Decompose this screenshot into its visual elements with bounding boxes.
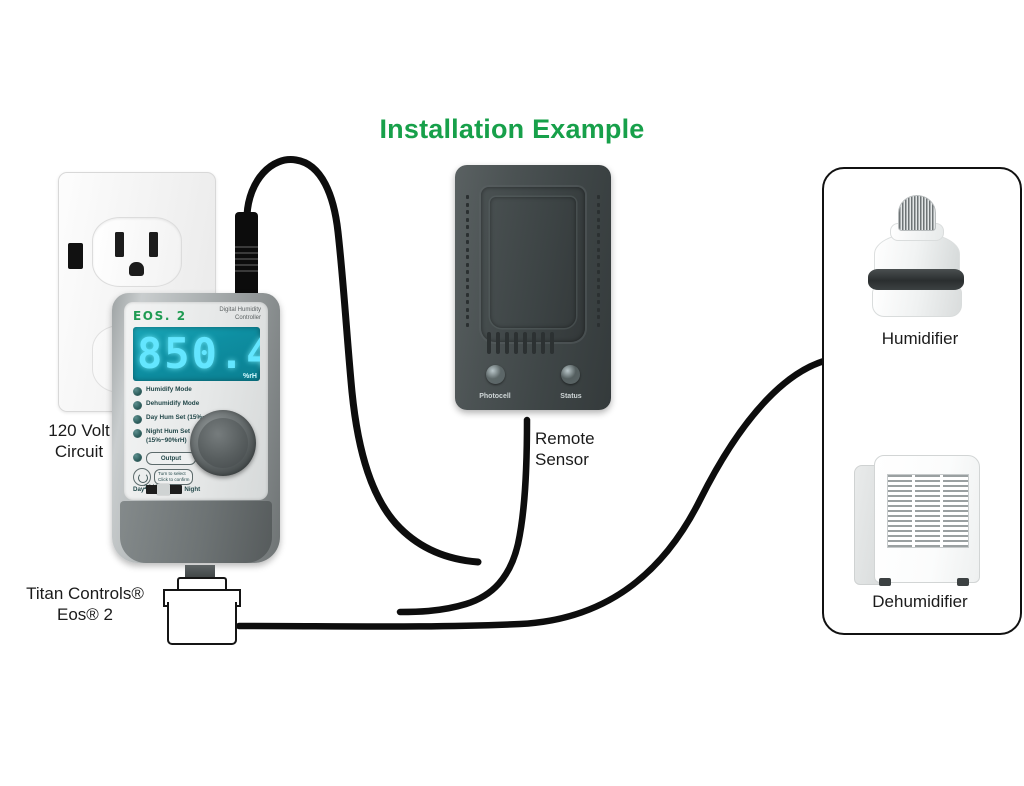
controller-power-plug (235, 212, 258, 298)
humidifier-illustration (858, 195, 974, 317)
outlet-label-line1: 120 Volt (48, 421, 110, 440)
strain-relief-rib (235, 264, 258, 266)
sensor-vent-right (597, 195, 600, 327)
led-indicator-icon (133, 453, 142, 462)
outlet-receptacle-upper[interactable] (92, 217, 182, 287)
knob-hint-line1: Turn to select (158, 471, 186, 477)
led-indicator-icon (133, 387, 142, 396)
remote-sensor-label: Remote Sensor (535, 428, 645, 471)
indicator-dehumidify-mode[interactable]: Dehumidify Mode (133, 400, 199, 410)
dehumidifier-illustration (854, 451, 980, 591)
lcd-unit-label: %rH (242, 373, 257, 380)
led-indicator-icon (133, 401, 142, 410)
controller-model-line1: Digital Humidity (219, 307, 261, 313)
sensor-housing: Photocell Status (455, 165, 611, 410)
controller-model-line2: Controller (234, 314, 261, 321)
sensor-vent-left (466, 195, 469, 327)
led-indicator-icon (133, 429, 142, 438)
photocell-label: Photocell (479, 393, 511, 400)
humidifier-band (868, 269, 964, 290)
rotary-dial-knob[interactable] (190, 410, 256, 476)
receptacle-neck (185, 565, 215, 579)
photocell-sensor-icon[interactable] (486, 365, 505, 384)
humidity-controller-device[interactable]: EOS. 2 Digital Humidity Controller 850.4… (112, 293, 280, 563)
sensor-bottom-vents (487, 332, 554, 354)
power-cord-top (243, 156, 482, 566)
status-led-icon[interactable] (561, 365, 580, 384)
indicator-night-hum-set[interactable]: Night Hum Set (15%~90%rH) (133, 428, 208, 445)
sensor-front-panel (481, 187, 585, 342)
indicator-label: Night Hum Set (15%~90%rH) (146, 428, 191, 444)
appliance-power-cable (235, 354, 842, 630)
receptacle-body (167, 602, 237, 645)
indicator-label: Dehumidify Mode (146, 400, 200, 407)
led-indicator-icon (133, 415, 142, 424)
remote-sensor-label-line2: Sensor (535, 450, 589, 470)
controller-label-line2: Eos® 2 (57, 605, 113, 625)
output-indicator (133, 452, 142, 462)
sensor-cable-connector (68, 243, 83, 269)
appliance-group-box (822, 167, 1022, 635)
switch-label-night: Night (184, 486, 201, 493)
knob-hint: Turn to select Click to confirm (133, 468, 194, 486)
controller-faceplate: EOS. 2 Digital Humidity Controller 850.4… (124, 302, 268, 500)
rotary-knob-icon (133, 468, 151, 486)
knob-hint-line2: Click to confirm (158, 477, 190, 482)
day-night-switch[interactable]: Day Night (133, 484, 201, 495)
lcd-reading: 850.4 (137, 329, 260, 378)
output-status-badge: Output (146, 452, 196, 465)
page-title: Installation Example (379, 114, 645, 144)
indicator-day-hum-set[interactable]: Day Hum Set (15%~90%rH) (133, 414, 228, 424)
humidifier-outlet-grille (898, 195, 936, 231)
controller-model-text: Digital Humidity Controller (219, 307, 261, 322)
outlet-label-line2: Circuit (54, 442, 104, 462)
strain-relief-rib (235, 270, 258, 272)
controller-label: Titan Controls® Eos® 2 (10, 583, 160, 626)
humidifier-label: Humidifier (881, 329, 959, 348)
outlet-slot-right (149, 232, 158, 257)
controller-brand-logo: EOS. 2 (133, 309, 187, 323)
dehumidifier-grille (887, 474, 969, 548)
sensor-cable (396, 416, 531, 616)
controller-output-receptacle[interactable] (163, 565, 241, 645)
switch-label-day: Day (133, 486, 145, 493)
status-label: Status (560, 393, 582, 400)
strain-relief-rib (235, 252, 258, 254)
outlet-slot-left (115, 232, 124, 257)
remote-sensor-device[interactable]: Photocell Status (455, 165, 611, 410)
controller-label-line1: Titan Controls® (26, 584, 144, 603)
remote-sensor-label-line1: Remote (535, 429, 595, 448)
dehumidifier-label: Dehumidifier (872, 592, 968, 611)
indicator-label: Day Hum Set (15%~90%rH) (146, 414, 228, 421)
outlet-ground-pin (129, 262, 144, 276)
dehumidifier-caster (957, 578, 969, 586)
sensor-front-inner (490, 197, 576, 328)
strain-relief-rib (235, 246, 258, 248)
dehumidifier-caster (879, 578, 891, 586)
dehumidifier-body (874, 455, 980, 586)
lcd-display: 850.4 %rH (133, 327, 260, 381)
humidifier-base (872, 285, 962, 317)
switch-track[interactable] (146, 484, 183, 495)
outlet-label: 120 Volt Circuit (16, 420, 142, 463)
controller-base (120, 501, 272, 563)
switch-knob[interactable] (157, 484, 171, 495)
indicator-label: Humidify Mode (146, 386, 192, 393)
strain-relief-rib (235, 258, 258, 260)
indicator-humidify-mode[interactable]: Humidify Mode (133, 386, 192, 396)
knob-hint-text: Turn to select Click to confirm (154, 469, 194, 485)
